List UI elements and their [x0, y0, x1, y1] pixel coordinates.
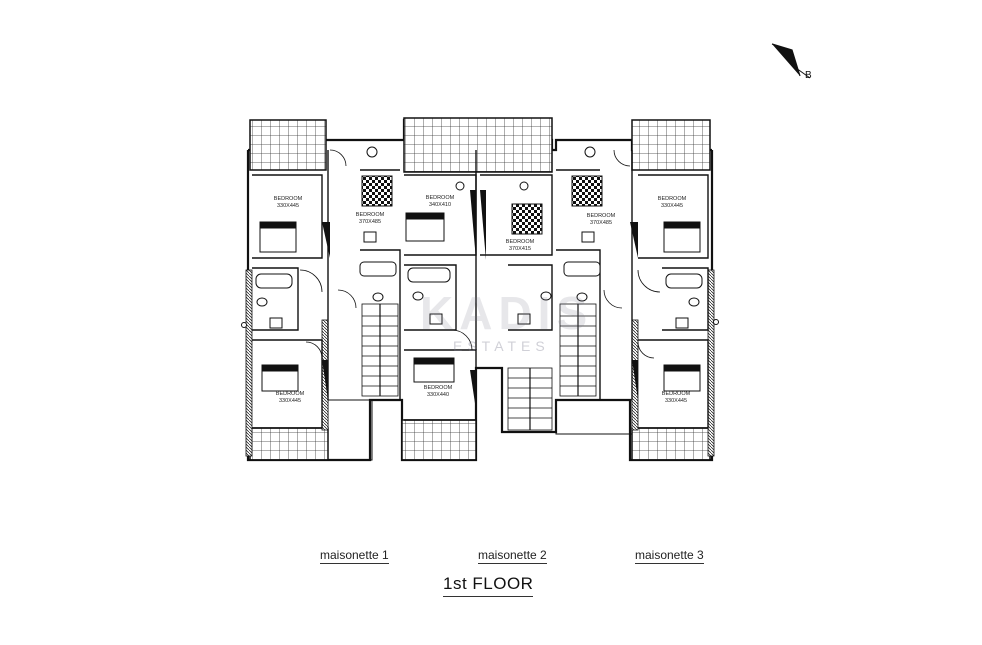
room-5-name: BEDROOM: [587, 213, 616, 219]
room-2-size: 370X485: [359, 219, 381, 225]
room-2-name: BEDROOM: [356, 212, 385, 218]
room-4-size: 370X415: [509, 246, 531, 252]
north-arrow-label: B: [805, 70, 812, 81]
unit-label-maisonette-1: maisonette 1: [320, 548, 389, 564]
room-7-size: 330X445: [279, 398, 301, 404]
unit-label-maisonette-2: maisonette 2: [478, 548, 547, 564]
watermark-subtitle: ESTATES: [453, 338, 550, 354]
room-7-name: BEDROOM: [276, 391, 305, 397]
room-9-size: 330X445: [665, 398, 687, 404]
room-6-size: 330X445: [661, 203, 683, 209]
side-markers: [241, 319, 719, 328]
interior-walls: [252, 150, 709, 433]
bath-fixtures: [255, 146, 703, 329]
room-8-name: BEDROOM: [424, 385, 453, 391]
room-8-size: 330X440: [427, 392, 449, 398]
bottom-balconies: [249, 399, 711, 461]
doors: [299, 149, 661, 359]
wardrobes: [322, 190, 638, 410]
north-arrow-icon: B: [771, 43, 812, 81]
room-3-name: BEDROOM: [426, 195, 455, 201]
room-9-name: BEDROOM: [662, 391, 691, 397]
room-4-name: BEDROOM: [506, 239, 535, 245]
floor-title: 1st FLOOR: [443, 574, 534, 597]
watermark-logo: KADIS: [420, 287, 594, 339]
master-beds: [361, 175, 603, 235]
room-1-size: 330X445: [277, 203, 299, 209]
room-labels: BEDROOM 330X445 BEDROOM 370X485 BEDROOM …: [274, 195, 691, 404]
room-1-name: BEDROOM: [274, 196, 303, 202]
beds: [259, 212, 701, 392]
top-balconies: [249, 117, 711, 173]
staircases: [361, 303, 597, 431]
room-6-name: BEDROOM: [658, 196, 687, 202]
unit-label-maisonette-3: maisonette 3: [635, 548, 704, 564]
room-5-size: 370X485: [590, 220, 612, 226]
room-3-size: 340X410: [429, 202, 451, 208]
